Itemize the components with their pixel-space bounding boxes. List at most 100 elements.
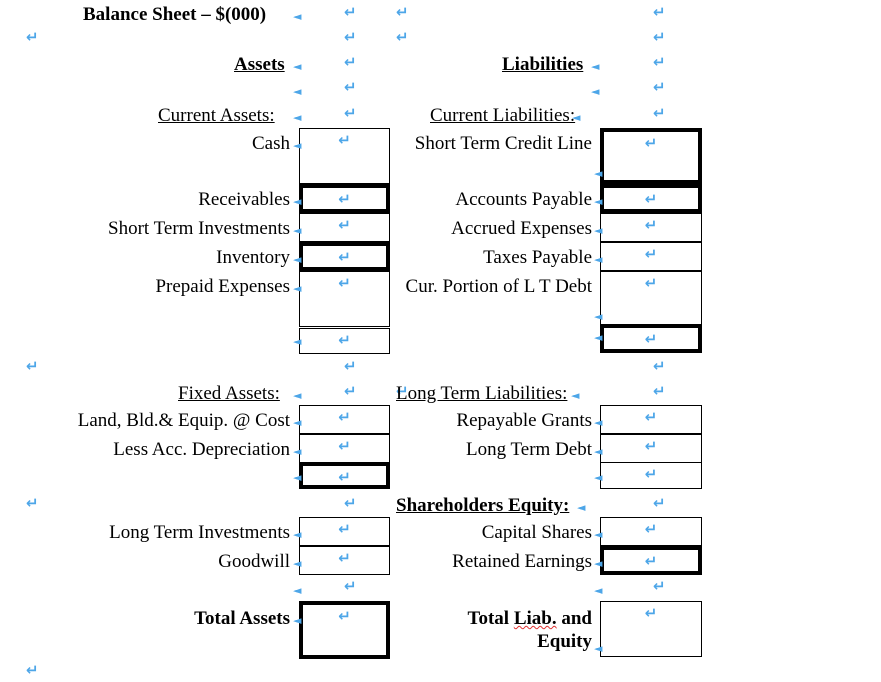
- row-label-land-bld-equip: Land, Bld.& Equip. @ Cost: [77, 410, 290, 431]
- tab-mark-icon: ◄: [293, 282, 302, 295]
- paragraph-mark-icon: ↵: [344, 382, 357, 400]
- paragraph-mark-icon: ↵: [644, 330, 658, 348]
- tab-mark-icon: ◄: [293, 85, 302, 98]
- row-label-accrued-expenses: Accrued Expenses: [451, 218, 592, 239]
- paragraph-mark-icon: ↵: [644, 604, 658, 622]
- tab-mark-icon: ◄: [594, 167, 603, 180]
- tab-mark-icon: ◄: [577, 501, 586, 514]
- tab-mark-icon: ◄: [293, 528, 302, 541]
- paragraph-mark-icon: ↵: [653, 357, 666, 375]
- tab-mark-icon: ◄: [293, 224, 302, 237]
- paragraph-mark-icon: ↵: [338, 248, 351, 266]
- row-label-prepaid-expenses: Prepaid Expenses: [155, 276, 290, 297]
- row-label-total-liab-and-equity: Total Liab. and Equity: [400, 607, 592, 653]
- table-cell-repayable-grants[interactable]: ↵: [600, 405, 702, 434]
- tab-mark-icon: ◄: [594, 253, 603, 266]
- table-cell-retained-earnings[interactable]: ↵: [600, 546, 702, 575]
- paragraph-mark-icon: ↵: [338, 190, 351, 208]
- paragraph-mark-icon: ↵: [338, 274, 351, 292]
- paragraph-mark-icon: ↵: [653, 494, 666, 512]
- paragraph-mark-icon: ↵: [644, 274, 658, 292]
- paragraph-mark-icon: ↵: [644, 437, 658, 455]
- table-cell-current-liabilities-subtotal[interactable]: ↵: [600, 324, 702, 353]
- section-current-assets: Current Assets:: [158, 105, 275, 126]
- tab-mark-icon: ◄: [293, 253, 302, 266]
- paragraph-mark-icon: ↵: [26, 357, 39, 375]
- paragraph-mark-icon: ↵: [338, 520, 351, 538]
- table-cell-long-term-debt[interactable]: ↵: [600, 434, 702, 463]
- paragraph-mark-icon: ↵: [644, 134, 658, 152]
- table-cell-net-fixed-assets[interactable]: ↵: [299, 462, 390, 489]
- paragraph-mark-icon: ↵: [644, 465, 658, 483]
- paragraph-mark-icon: ↵: [344, 78, 357, 96]
- table-cell-accounts-payable[interactable]: ↵: [600, 184, 702, 213]
- table-cell-total-liabilities-and-equity[interactable]: ↵: [600, 601, 702, 657]
- section-long-term-liabilities: Long Term Liabilities:: [396, 383, 568, 404]
- table-cell-cur-portion-lt-debt[interactable]: ↵: [600, 271, 702, 327]
- table-cell-inventory[interactable]: ↵: [299, 242, 390, 271]
- tab-mark-icon: ◄: [293, 10, 302, 23]
- table-cell-cash[interactable]: ↵: [299, 128, 390, 184]
- table-cell-total-assets[interactable]: ↵: [299, 601, 390, 659]
- paragraph-mark-icon: ↵: [344, 28, 357, 46]
- paragraph-mark-icon: ↵: [26, 661, 39, 679]
- table-cell-short-term-investments[interactable]: ↵: [299, 213, 390, 242]
- section-current-liabilities: Current Liabilities:: [430, 105, 576, 126]
- tab-mark-icon: ◄: [594, 557, 603, 570]
- tab-mark-icon: ◄: [594, 195, 603, 208]
- table-cell-long-term-liabilities-subtotal[interactable]: ↵: [600, 462, 702, 489]
- tab-mark-icon: ◄: [293, 584, 302, 597]
- tab-mark-icon: ◄: [594, 471, 603, 484]
- table-cell-current-assets-subtotal[interactable]: ↵: [299, 328, 390, 354]
- table-cell-goodwill[interactable]: ↵: [299, 546, 390, 575]
- tab-mark-icon: ◄: [293, 195, 302, 208]
- tab-mark-icon: ◄: [594, 416, 603, 429]
- page-title: Balance Sheet – $(000): [83, 4, 267, 25]
- paragraph-mark-icon: ↵: [396, 28, 409, 46]
- paragraph-mark-icon: ↵: [338, 331, 351, 349]
- paragraph-mark-icon: ↵: [653, 3, 666, 21]
- tab-mark-icon: ◄: [591, 60, 600, 73]
- row-label-repayable-grants: Repayable Grants: [456, 410, 592, 431]
- table-cell-taxes-payable[interactable]: ↵: [600, 242, 702, 271]
- tab-mark-icon: ◄: [293, 445, 302, 458]
- row-label-long-term-investments: Long Term Investments: [109, 522, 290, 543]
- table-cell-long-term-investments[interactable]: ↵: [299, 517, 390, 546]
- row-label-receivables: Receivables: [198, 189, 290, 210]
- tab-mark-icon: ◄: [293, 60, 302, 73]
- table-cell-accrued-expenses[interactable]: ↵: [600, 213, 702, 242]
- paragraph-mark-icon: ↵: [653, 382, 666, 400]
- paragraph-mark-icon: ↵: [344, 494, 357, 512]
- tab-mark-icon: ◄: [594, 642, 603, 655]
- paragraph-mark-icon: ↵: [338, 549, 351, 567]
- table-cell-land-bld-equip[interactable]: ↵: [299, 405, 390, 434]
- paragraph-mark-icon: ↵: [344, 357, 357, 375]
- paragraph-mark-icon: ↵: [344, 104, 357, 122]
- tab-mark-icon: ◄: [594, 331, 603, 344]
- row-label-retained-earnings: Retained Earnings: [452, 551, 592, 572]
- paragraph-mark-icon: ↵: [344, 53, 357, 71]
- tab-mark-icon: ◄: [571, 389, 580, 402]
- paragraph-mark-icon: ↵: [26, 494, 39, 512]
- paragraph-mark-icon: ↵: [644, 408, 658, 426]
- tab-mark-icon: ◄: [594, 445, 603, 458]
- paragraph-mark-icon: ↵: [644, 216, 658, 234]
- row-label-cash: Cash: [252, 133, 290, 154]
- tab-mark-icon: ◄: [293, 139, 302, 152]
- misspelled-word: Liab.: [513, 608, 557, 629]
- paragraph-mark-icon: ↵: [26, 28, 39, 46]
- paragraph-mark-icon: ↵: [653, 577, 666, 595]
- row-label-goodwill: Goodwill: [218, 551, 290, 572]
- table-cell-prepaid-expenses[interactable]: ↵: [299, 271, 390, 327]
- paragraph-mark-icon: ↵: [338, 607, 351, 625]
- paragraph-mark-icon: ↵: [344, 3, 357, 21]
- table-cell-less-acc-depreciation[interactable]: ↵: [299, 434, 390, 463]
- table-cell-short-term-credit-line[interactable]: ↵: [600, 128, 702, 184]
- tab-mark-icon: ◄: [293, 111, 302, 124]
- table-cell-capital-shares[interactable]: ↵: [600, 517, 702, 546]
- paragraph-mark-icon: ↵: [338, 437, 351, 455]
- table-cell-receivables[interactable]: ↵: [299, 184, 390, 213]
- total-liab-line1-text: Total Liab. and: [467, 608, 592, 629]
- tab-mark-icon: ◄: [594, 584, 603, 597]
